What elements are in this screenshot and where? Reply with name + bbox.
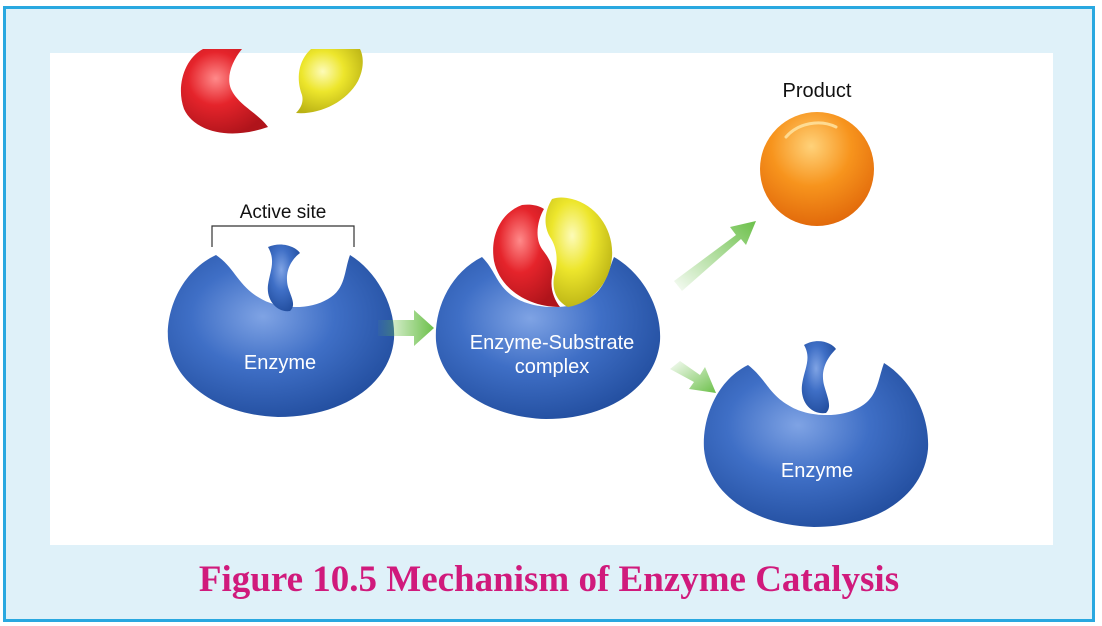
product-group: Product xyxy=(760,80,874,226)
complex-yellow-substrate xyxy=(545,197,613,307)
enzyme-label-right: Enzyme xyxy=(781,460,853,482)
figure-caption: Figure 10.5 Mechanism of Enzyme Catalysi… xyxy=(198,559,900,600)
product-sphere xyxy=(760,112,874,226)
free-substrates xyxy=(180,49,363,134)
yellow-substrate xyxy=(296,49,363,114)
red-substrate xyxy=(180,49,268,134)
product-highlight xyxy=(784,121,838,139)
figure-frame: Active site Enzyme Enzyme-Substrate comp… xyxy=(3,6,1095,622)
enzyme-left: Enzyme xyxy=(167,244,395,417)
arrow-to-complex xyxy=(378,310,434,346)
product-label: Product xyxy=(783,80,852,102)
enzyme-active-site-knob xyxy=(267,244,300,312)
enzyme-label-left: Enzyme xyxy=(244,352,316,374)
complex-label-line2: complex xyxy=(515,356,589,378)
released-enzyme-knob xyxy=(801,341,836,414)
enzyme-right: Enzyme xyxy=(703,341,929,527)
arrow-to-product xyxy=(674,221,756,291)
enzyme-catalysis-diagram: Active site Enzyme Enzyme-Substrate comp… xyxy=(167,49,929,527)
active-site-annotation: Active site xyxy=(211,202,355,247)
enzyme-substrate-complex: Enzyme-Substrate complex xyxy=(435,197,661,419)
released-enzyme-body xyxy=(703,363,929,527)
complex-red-substrate xyxy=(493,204,560,307)
active-site-bracket xyxy=(211,225,355,247)
complex-label-line1: Enzyme-Substrate xyxy=(470,332,635,354)
complex-enzyme-body xyxy=(435,257,661,419)
active-site-label: Active site xyxy=(240,202,327,223)
enzyme-body xyxy=(167,255,395,417)
arrow-to-released-enzyme xyxy=(670,361,716,393)
